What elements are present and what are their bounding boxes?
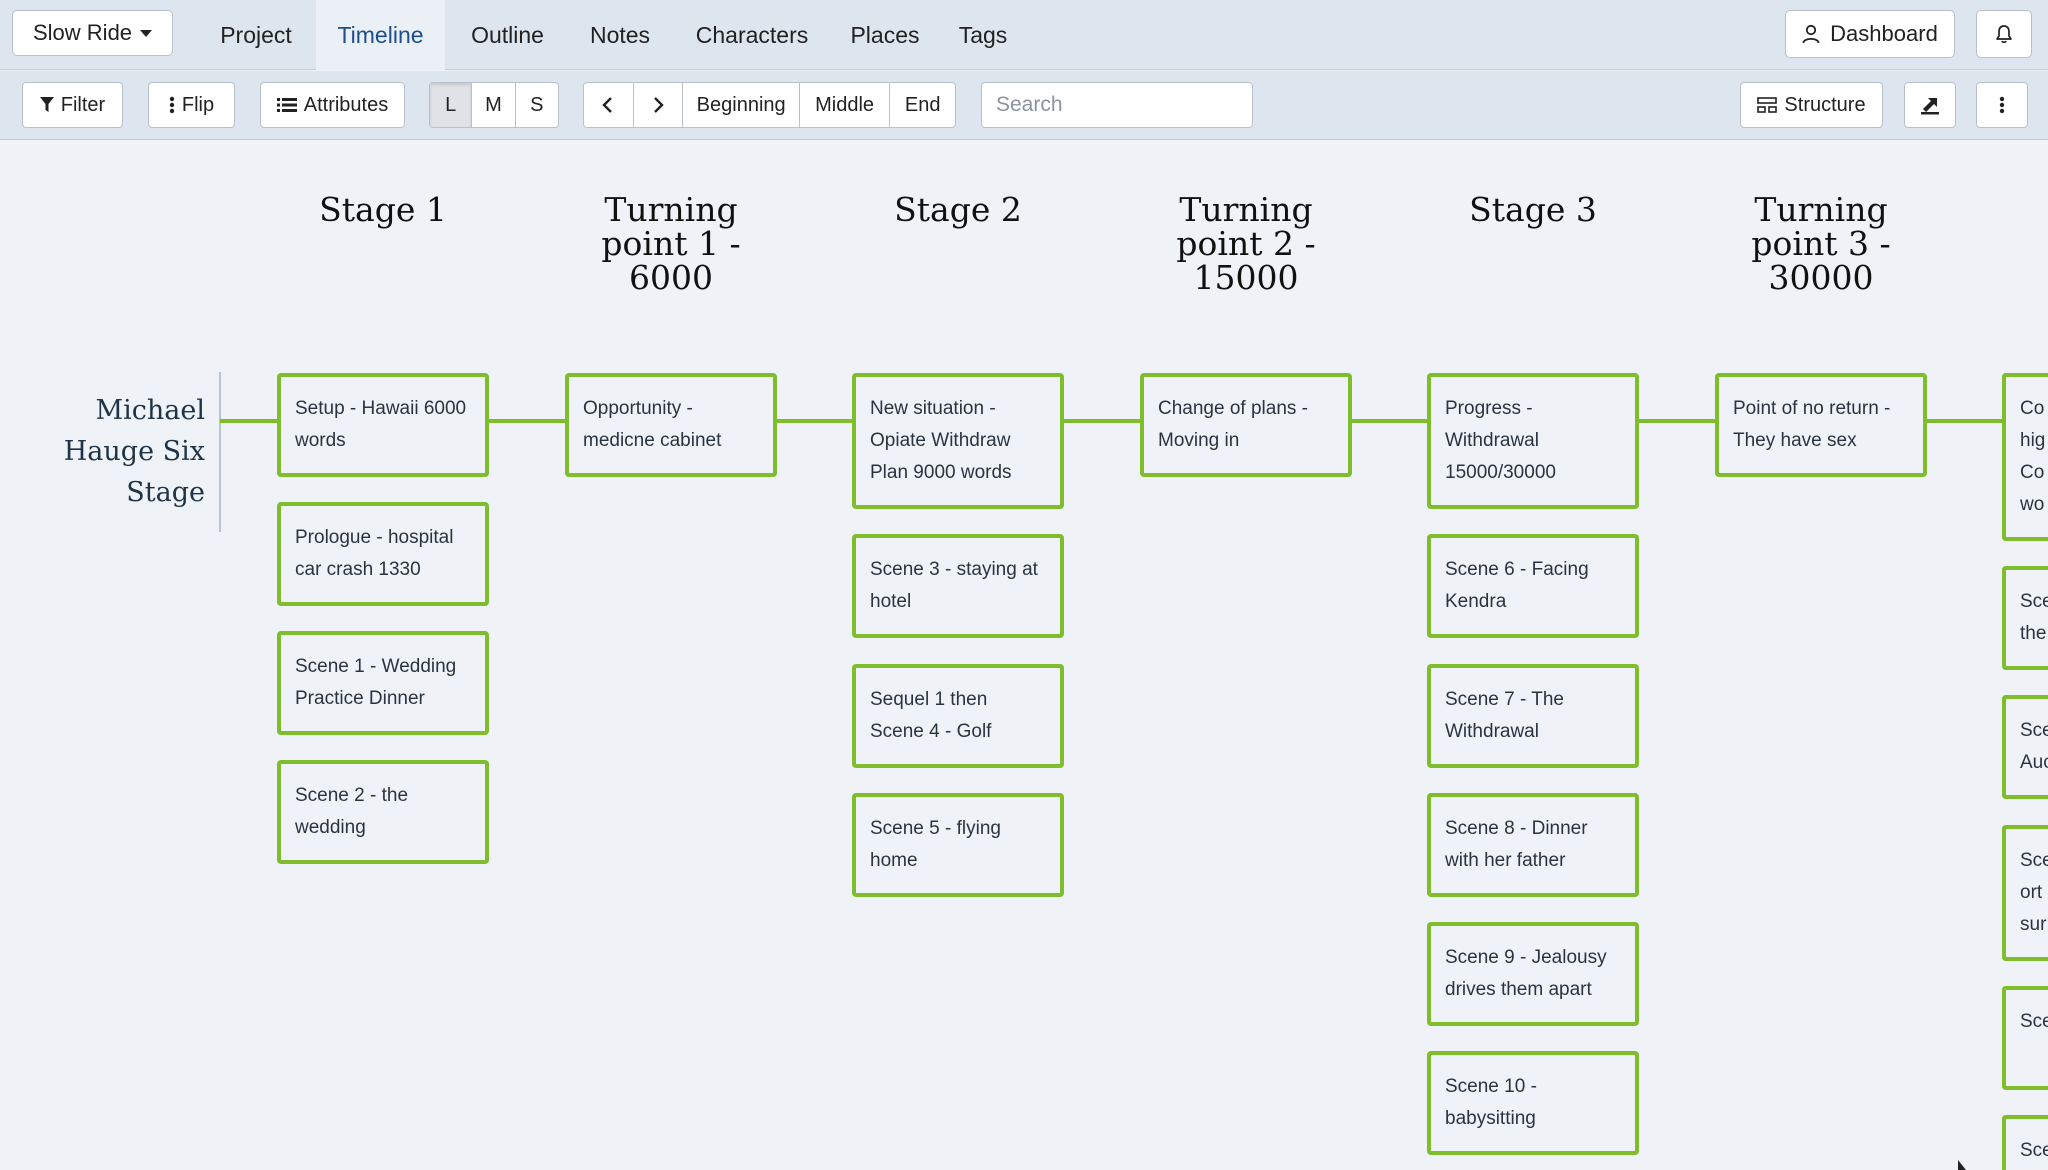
- user-icon: [1802, 24, 1820, 44]
- tab-project[interactable]: Project: [220, 21, 292, 48]
- scroll-left-button[interactable]: [584, 83, 634, 127]
- partial-card-line: Sce: [2020, 1011, 2048, 1032]
- card-size-toggle: L M S: [429, 82, 559, 128]
- filter-label: Filter: [60, 93, 106, 116]
- export-icon: [1921, 98, 1939, 115]
- partial-card-line: Auc: [2020, 752, 2048, 773]
- structure-icon: [1757, 97, 1778, 113]
- scene-card[interactable]: New situation - Opiate Withdraw Plan 900…: [852, 373, 1064, 509]
- plotline-label[interactable]: Michael Hauge Six Stage: [63, 395, 205, 508]
- scene-card-partial[interactable]: Sce: [2002, 1115, 2048, 1170]
- timeline-toolbar: Filter Flip Attributes L M S Beginning M…: [0, 71, 2048, 140]
- structure-button[interactable]: Structure: [1740, 82, 1883, 128]
- partial-card-line: ort: [2020, 882, 2043, 903]
- partial-card-line: Co: [2020, 398, 2045, 419]
- scene-card[interactable]: Scene 2 - the wedding: [277, 760, 489, 864]
- project-name: Slow Ride: [33, 20, 133, 45]
- attributes-button[interactable]: Attributes: [260, 82, 405, 128]
- stage-header[interactable]: Turning point 2 - 15000: [1176, 190, 1316, 297]
- partial-card-line: Sce: [2020, 591, 2048, 612]
- tab-timeline[interactable]: Timeline: [316, 0, 445, 70]
- scene-card-partial[interactable]: Sce the: [2002, 566, 2048, 670]
- stage-header[interactable]: Stage 2: [894, 190, 1022, 229]
- scene-card-partial[interactable]: Co hig Co wo: [2002, 373, 2048, 541]
- size-large-button[interactable]: L: [430, 83, 473, 127]
- mouse-cursor-icon: [1958, 1160, 1966, 1170]
- jump-middle-button[interactable]: Middle: [800, 83, 891, 127]
- notifications-button[interactable]: [1976, 10, 2032, 58]
- timeline-jump-group: Beginning Middle End: [583, 82, 956, 128]
- tab-notes[interactable]: Notes: [589, 21, 651, 48]
- partial-card-line: the: [2020, 623, 2047, 644]
- flip-label: Flip: [181, 93, 215, 116]
- jump-beginning-button[interactable]: Beginning: [683, 83, 800, 127]
- scene-card[interactable]: Scene 1 - Wedding Practice Dinner: [277, 631, 489, 735]
- partial-card-line: sur: [2020, 914, 2047, 935]
- scene-card[interactable]: Point of no return - They have sex: [1715, 373, 1927, 477]
- scroll-right-button[interactable]: [634, 83, 684, 127]
- scene-card[interactable]: Setup - Hawaii 6000 words: [277, 373, 489, 477]
- partial-card-line: Co: [2020, 462, 2045, 483]
- chevron-right-icon: [654, 97, 664, 113]
- scene-card[interactable]: Scene 7 - The Withdrawal: [1427, 664, 1639, 768]
- search-input[interactable]: [981, 82, 1253, 128]
- vertical-dots-icon: [169, 96, 175, 114]
- tab-tags[interactable]: Tags: [958, 21, 1008, 48]
- scene-card[interactable]: Scene 10 - babysitting: [1427, 1051, 1639, 1155]
- scene-card[interactable]: Scene 9 - Jealousy drives them apart: [1427, 922, 1639, 1026]
- export-button[interactable]: [1904, 82, 1956, 128]
- plotline-connector: [220, 419, 2048, 423]
- size-small-button[interactable]: S: [530, 93, 544, 116]
- list-icon: [276, 98, 297, 112]
- scene-card[interactable]: Progress - Withdrawal 15000/30000: [1427, 373, 1639, 509]
- scene-card[interactable]: Prologue - hospital car crash 1330: [277, 502, 489, 606]
- more-options-button[interactable]: [1976, 82, 2028, 128]
- top-navigation: Slow Ride Project Timeline Outline Notes…: [0, 0, 2048, 70]
- attributes-label: Attributes: [303, 93, 389, 116]
- partial-card-line: Sce: [2020, 850, 2048, 871]
- vertical-dots-icon: [1999, 96, 2005, 114]
- flip-button[interactable]: Flip: [148, 82, 235, 128]
- partial-card-line: Sce: [2020, 720, 2048, 741]
- scene-card[interactable]: Scene 5 - flying home: [852, 793, 1064, 897]
- structure-label: Structure: [1784, 93, 1866, 116]
- partial-card-line: hig: [2020, 430, 2046, 451]
- stage-header[interactable]: Stage 3: [1469, 190, 1597, 229]
- tab-outline[interactable]: Outline: [471, 21, 544, 48]
- scene-card[interactable]: Opportunity - medicne cabinet: [565, 373, 777, 477]
- scene-card[interactable]: Scene 6 - Facing Kendra: [1427, 534, 1639, 638]
- project-switcher-button[interactable]: Slow Ride: [12, 10, 174, 56]
- scene-card[interactable]: Scene 3 - staying at hotel: [852, 534, 1064, 638]
- partial-card-line: wo: [2020, 494, 2045, 515]
- bell-icon: [1996, 25, 2012, 44]
- dashboard-button[interactable]: Dashboard: [1785, 10, 1955, 58]
- stage-header[interactable]: Turning point 1 - 6000: [601, 190, 741, 297]
- filter-icon: [39, 97, 54, 112]
- tab-places[interactable]: Places: [850, 21, 920, 48]
- chevron-left-icon: [602, 97, 613, 113]
- plotline-divider: [219, 372, 221, 532]
- offscreen-column: Co hig Co wo Sce the Sce Auc Sce ort sur…: [2002, 0, 2048, 1170]
- partial-card-line: Sce: [2020, 1140, 2048, 1161]
- filter-button[interactable]: Filter: [22, 82, 123, 128]
- caret-down-icon: [140, 29, 153, 37]
- scene-card-partial[interactable]: Sce ort sur: [2002, 825, 2048, 961]
- scene-card-partial[interactable]: Sce Auc: [2002, 695, 2048, 799]
- size-medium-button[interactable]: M: [472, 83, 516, 127]
- scene-card[interactable]: Sequel 1 then Scene 4 - Golf: [852, 664, 1064, 768]
- stage-header[interactable]: Stage 1: [319, 190, 447, 229]
- tab-characters[interactable]: Characters: [695, 21, 809, 48]
- jump-end-button[interactable]: End: [904, 93, 941, 116]
- scene-card[interactable]: Change of plans - Moving in: [1140, 373, 1352, 477]
- stage-header[interactable]: Turning point 3 - 30000: [1751, 190, 1891, 297]
- scene-card-partial[interactable]: Sce: [2002, 986, 2048, 1090]
- dashboard-label: Dashboard: [1830, 21, 1938, 46]
- scene-card[interactable]: Scene 8 - Dinner with her father: [1427, 793, 1639, 897]
